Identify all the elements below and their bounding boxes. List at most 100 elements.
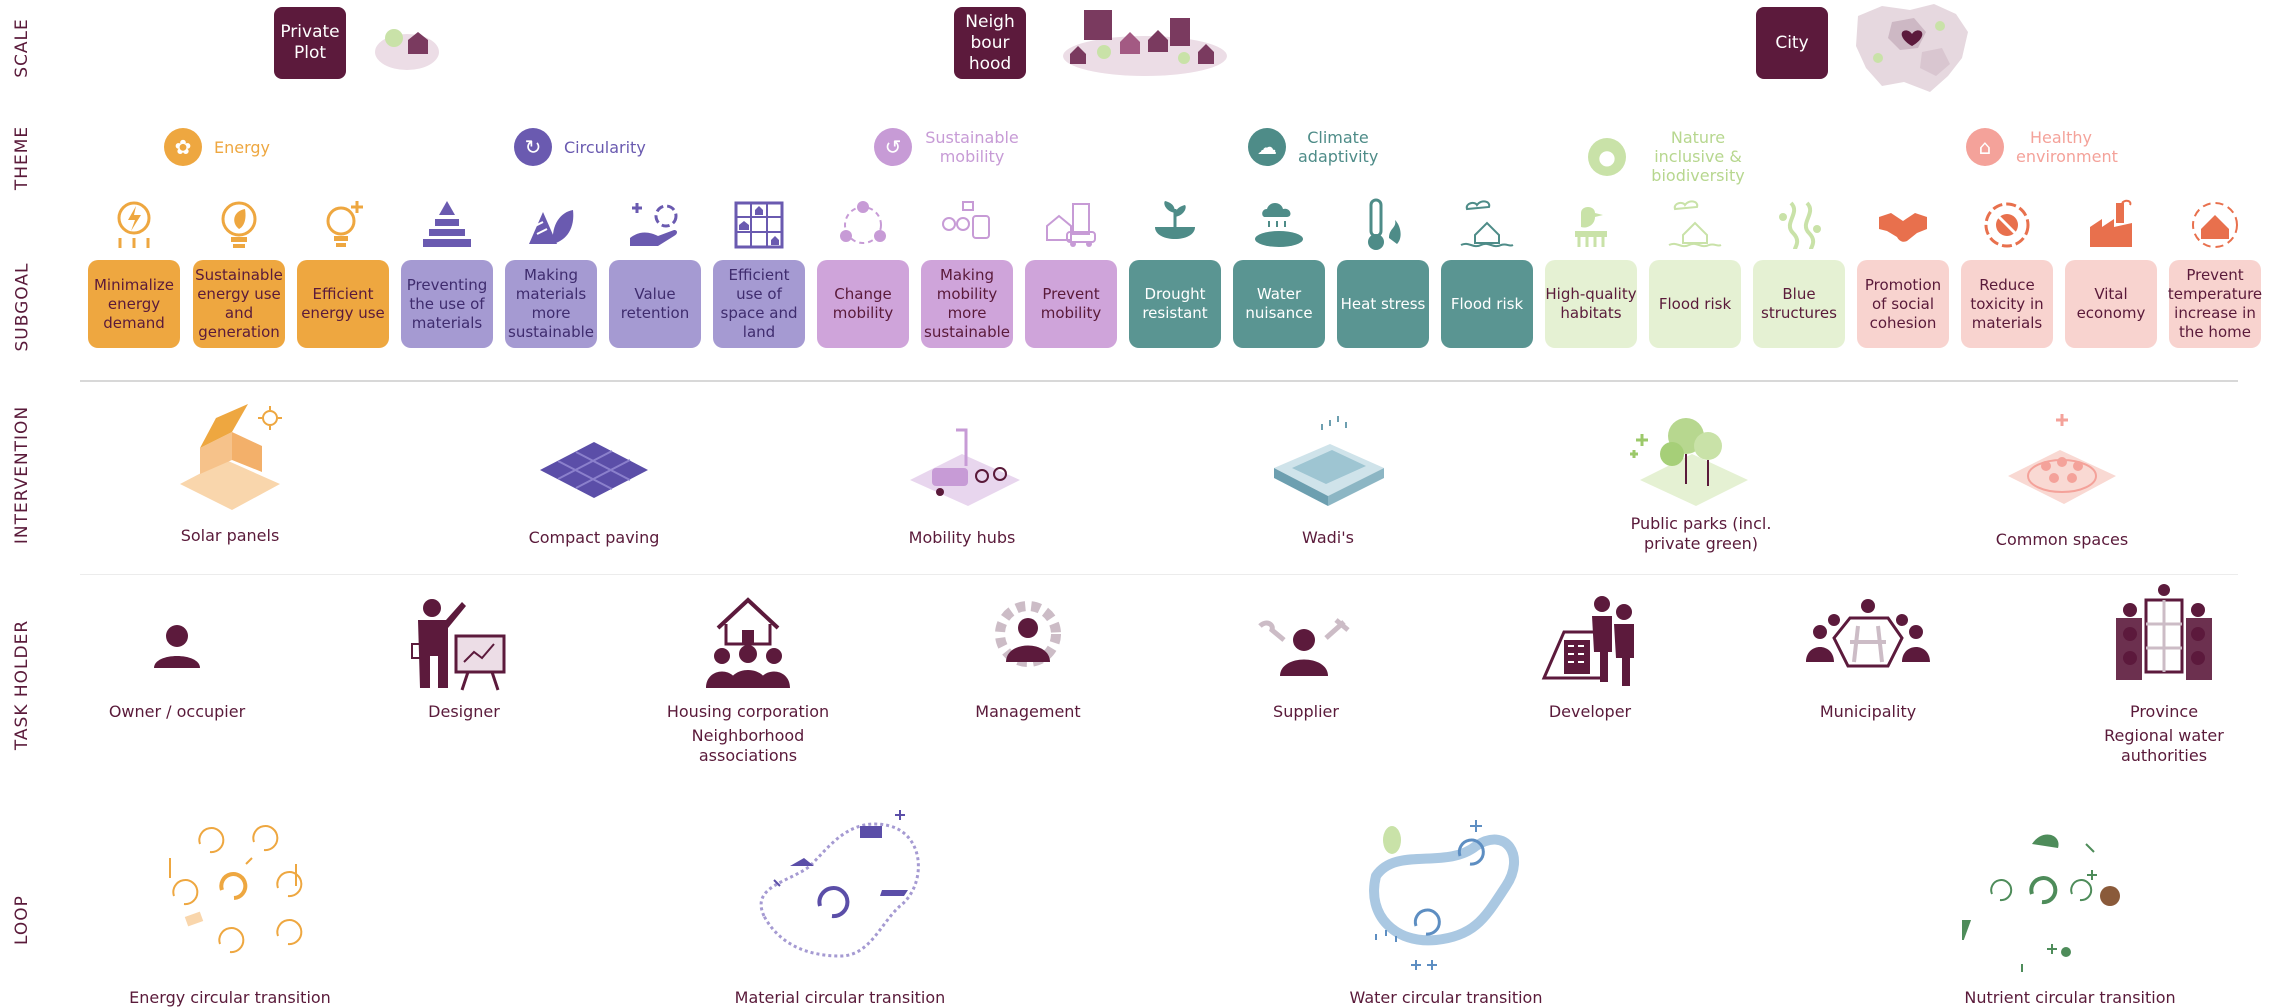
blue-structures-icon	[1753, 192, 1845, 258]
efficient-lightbulb-icon	[297, 192, 389, 258]
task-holder-label: Municipality	[1819, 702, 1917, 721]
theme-healthy-environment: ⌂ Healthy environment	[1966, 128, 2118, 166]
scale-neighbourhood: Neigh bour hood	[954, 7, 1026, 79]
loop-label: Energy circular transition	[129, 988, 331, 1007]
common-spaces-illustration	[2008, 414, 2116, 504]
intervention-label: Public parks (incl. private green)	[1630, 514, 1772, 553]
lightbulb-leaf-icon	[193, 192, 285, 258]
subgoal-box: Making materials more sustainable	[505, 260, 597, 348]
divider	[80, 574, 2238, 575]
house-car-icon	[1025, 192, 1117, 258]
theme-climate-adaptivity: ☁ Climate adaptivity	[1248, 128, 1378, 166]
supplier-tools-icon	[1258, 618, 1350, 676]
materials-leaf-icon	[505, 192, 597, 258]
water-loop-illustration	[1369, 820, 1520, 970]
flood-house-icon	[1441, 192, 1533, 258]
subgoal-box: Heat stress	[1337, 260, 1429, 348]
subgoal-box: Prevent temperature increase in the home	[2168, 260, 2262, 348]
cloud-rain-icon: ☁	[1248, 128, 1286, 166]
task-holder-label: Developer	[1548, 702, 1632, 721]
subgoal-box: Making mobility more sustainable	[921, 260, 1013, 348]
mobility-hubs-illustration	[910, 428, 1020, 506]
circularity-icon: ↻	[514, 128, 552, 166]
water-nuisance-icon	[1233, 192, 1325, 258]
subgoal-box: Vital economy	[2065, 260, 2157, 348]
task-holder-label: Supplier	[1273, 702, 1339, 721]
subgoal-box: High-quality habitats	[1545, 260, 1637, 348]
handshake-icon	[1857, 192, 1949, 258]
intervention-label: Compact paving	[528, 528, 660, 547]
municipality-meeting-icon	[1806, 599, 1930, 668]
task-holder-label: Province	[2129, 702, 2199, 721]
province-boardroom-icon	[2116, 584, 2212, 680]
value-retention-icon	[609, 192, 701, 258]
subgoal-box: Value retention	[609, 260, 701, 348]
nutrient-loop-illustration	[1962, 834, 2120, 972]
subgoal-box: Reduce toxicity in materials	[1961, 260, 2053, 348]
subgoal-box: Sustainable energy use and generation	[193, 260, 285, 348]
theme-nature-inclusive: ● Nature inclusive & biodiversity	[1588, 128, 1758, 185]
row-label-theme: THEME	[12, 125, 33, 191]
subgoal-box: Water nuisance	[1233, 260, 1325, 348]
intervention-label: Mobility hubs	[908, 528, 1016, 547]
subgoal-box: Blue structures	[1753, 260, 1845, 348]
task-holder-sublabel: Neighborhood associations	[691, 726, 805, 765]
developer-icon	[1541, 596, 1634, 686]
neighbourhood-illustration	[1063, 10, 1227, 76]
task-holder-label: Designer	[428, 702, 500, 721]
tree-icon: ●	[1588, 137, 1626, 176]
subgoal-box: Change mobility	[817, 260, 909, 348]
row-label-loop: LOOP	[12, 895, 33, 945]
flood-risk-green-icon	[1649, 192, 1741, 258]
subgoal-box: Efficient use of space and land	[713, 260, 805, 348]
theme-energy: ✿ Energy	[164, 128, 270, 166]
bricks-warning-icon	[401, 192, 493, 258]
loop-label: Material circular transition	[734, 988, 946, 1007]
city-map-illustration	[1856, 4, 1968, 92]
subgoal-box: Minimalize energy demand	[88, 260, 180, 348]
change-mobility-icon	[817, 192, 909, 258]
toxicity-icon	[1961, 192, 2053, 258]
subgoal-box: Drought resistant	[1129, 260, 1221, 348]
thermometer-heat-icon	[1337, 192, 1429, 258]
wadis-illustration	[1274, 416, 1384, 506]
subgoal-box: Flood risk	[1649, 260, 1741, 348]
designer-presenting-icon	[411, 599, 506, 691]
factory-icon	[2065, 192, 2157, 258]
material-loop-illustration	[759, 810, 920, 958]
bird-habitat-icon	[1545, 192, 1637, 258]
housing-corporation-icon	[706, 597, 790, 688]
row-label-scale: SCALE	[12, 18, 33, 78]
subgoal-box: Preventing the use of materials	[401, 260, 493, 348]
energy-demand-icon	[88, 192, 180, 258]
task-holder-label: Management	[975, 702, 1081, 721]
public-parks-illustration	[1630, 418, 1748, 506]
mobility-icon: ↺	[874, 128, 912, 166]
task-holder-label: Housing corporation	[666, 702, 830, 721]
intervention-label: Solar panels	[180, 526, 280, 545]
intervention-label: Wadi's	[1302, 528, 1354, 547]
person-icon	[154, 625, 200, 668]
bike-train-icon	[921, 192, 1013, 258]
intervention-label: Common spaces	[1995, 530, 2129, 549]
loop-label: Water circular transition	[1349, 988, 1543, 1007]
private-plot-illustration	[375, 29, 439, 70]
subgoal-box: Flood risk	[1441, 260, 1533, 348]
row-label-task-holder: TASK HOLDER	[12, 619, 33, 751]
subgoal-box: Efficient energy use	[297, 260, 389, 348]
subgoal-box: Promotion of social cohesion	[1857, 260, 1949, 348]
loop-label: Nutrient circular transition	[1964, 988, 2176, 1007]
leaf-icon: ✿	[164, 128, 202, 166]
drought-plant-icon	[1129, 192, 1221, 258]
management-gear-icon	[995, 601, 1061, 667]
subgoal-box: Prevent mobility	[1025, 260, 1117, 348]
space-land-grid-icon	[713, 192, 805, 258]
scale-private-plot: Private Plot	[274, 7, 346, 79]
row-label-subgoal: SUBGOAL	[12, 262, 32, 352]
divider	[80, 380, 2238, 382]
energy-loop-illustration	[169, 825, 303, 954]
row-label-intervention: INTERVENTION	[12, 405, 33, 545]
task-holder-sublabel: Regional water authorities	[2104, 726, 2224, 765]
theme-sustainable-mobility: ↺ Sustainable mobility	[874, 128, 1020, 166]
solar-panels-illustration	[180, 404, 282, 510]
